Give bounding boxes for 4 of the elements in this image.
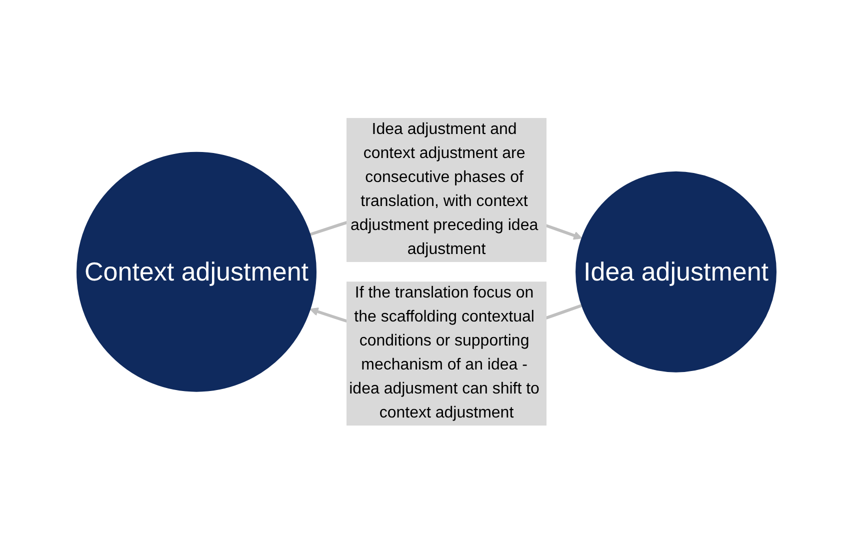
edge-label: If the translation focus on the scaffolding contextual conditions or supporting mechanism of an idea - idea adjusment can shift to context adjustment (349, 284, 540, 422)
node-circle: Context adjustment (76, 152, 316, 392)
node-circle: Idea adjustment (576, 171, 776, 372)
edge-label: Idea adjustment and context adjustment are consecutive phases of translation, with context adjustment preceding idea adjustment (350, 121, 538, 258)
